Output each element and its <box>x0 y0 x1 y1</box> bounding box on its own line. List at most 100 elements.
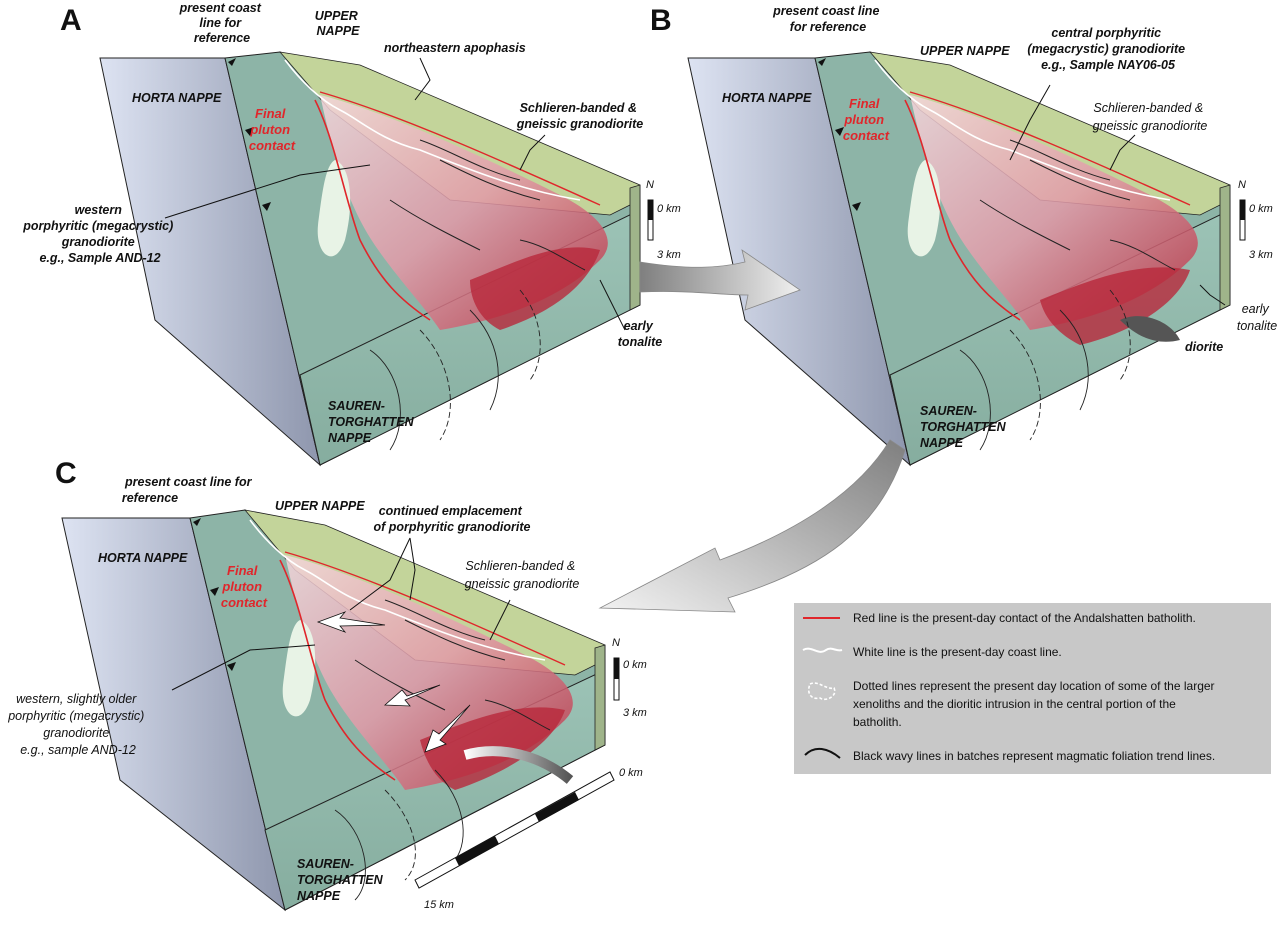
coast-line <box>284 59 581 201</box>
right-end-face <box>594 644 606 751</box>
schlieren-label-a: Schlieren-banded & gneissic granodiorite <box>516 101 643 131</box>
final-pluton-contact-line <box>904 99 1021 321</box>
arrow-b-to-c <box>598 439 906 613</box>
legend-dotted-text: Dotted lines represent the present day l… <box>853 679 1218 729</box>
schlieren-line-2: gneissic granodiorite <box>1093 119 1208 133</box>
sauren-label-a: SAUREN- TORGHATTEN NAPPE <box>328 399 417 445</box>
horta-nappe-label-a: HORTA NAPPE <box>132 91 222 105</box>
white-lens <box>282 620 316 717</box>
legend <box>794 603 1271 774</box>
curved-emplacement-arrow <box>463 746 574 784</box>
coast-ref-line-1: present coast line for <box>124 475 253 489</box>
western-line-2: porphyritic (megacrystic) <box>7 709 144 723</box>
emplacement-arrows <box>316 611 471 753</box>
coast-ref-label-c: present coast line for reference <box>122 475 255 505</box>
scale-bottom-a: 3 km <box>657 249 681 261</box>
scale-top-a: 0 km <box>657 203 681 215</box>
schlieren-line-1: Schlieren-banded & <box>465 559 575 573</box>
horta-nappe-label-c: HORTA NAPPE <box>98 551 188 565</box>
leader-schlieren-a <box>519 134 546 171</box>
sauren-line-2: TORGHATTEN <box>297 873 384 887</box>
schlieren-label-b: Schlieren-banded & gneissic granodiorite <box>1093 101 1208 133</box>
scale-top-c: 0 km <box>623 659 647 671</box>
panel-a <box>99 51 654 467</box>
central-line-1: central porphyritic <box>1051 26 1161 40</box>
central-porphyritic-label: central porphyritic (megacrystic) granod… <box>1027 26 1188 72</box>
legend-dotted-swatch <box>807 682 836 701</box>
vertical-scale-a <box>647 199 654 241</box>
right-end-face <box>1219 184 1231 311</box>
upper-nappe-line-2: NAPPE <box>316 24 360 38</box>
leader-porphyritic-a <box>164 164 371 219</box>
porphyritic-line-1: western <box>75 203 123 217</box>
coast-ref-line-2: for reference <box>790 20 866 34</box>
vertical-scale-c <box>613 657 620 701</box>
sauren-label-c: SAUREN- TORGHATTEN NAPPE <box>297 857 386 903</box>
foliation-lines <box>979 139 1176 271</box>
coast-line <box>249 519 546 661</box>
coast-ref-line-2: reference <box>122 491 178 505</box>
leader-schlieren-b <box>1109 134 1136 171</box>
porphyritic-line-4: e.g., Sample AND-12 <box>39 251 160 265</box>
scale-bottom-c: 3 km <box>623 707 647 719</box>
arrow-a-to-b <box>639 249 801 311</box>
final-contact-line-2: pluton <box>843 112 884 127</box>
panel-letter-b: B <box>650 4 672 37</box>
sauren-line-3: NAPPE <box>297 889 341 903</box>
western-line-1: western, slightly older <box>16 692 137 706</box>
white-lens <box>317 160 351 257</box>
coast-ref-label-b: present coast line for reference <box>772 4 883 34</box>
sauren-line-1: SAUREN- <box>328 399 385 413</box>
foliation-lines <box>354 599 551 731</box>
tonalite-line-1: early <box>624 319 654 333</box>
pluton-red-lobe <box>1040 267 1190 345</box>
central-line-2: (megacrystic) granodiorite <box>1027 42 1185 56</box>
horiz-scale-end: 15 km <box>424 899 454 911</box>
leader-continued-2 <box>409 537 416 601</box>
leader-central <box>1009 84 1051 161</box>
leader-tonalite-a <box>599 279 626 331</box>
porphyritic-line-2: porphyritic (megacrystic) <box>22 219 173 233</box>
red-contact-line-north <box>319 91 601 206</box>
final-pluton-contact-line <box>314 99 431 321</box>
panel-c <box>61 509 620 912</box>
legend-box <box>794 603 1271 774</box>
schlieren-line-1: Schlieren-banded & <box>520 101 637 115</box>
continued-line-2: of porphyritic granodiorite <box>374 520 531 534</box>
sauren-line-1: SAUREN- <box>297 857 354 871</box>
coast-ref-label-a: present coast line for reference <box>179 1 265 45</box>
continued-emplacement-label: continued emplacement of porphyritic gra… <box>374 504 531 534</box>
sauren-line-1: SAUREN- <box>920 404 977 418</box>
porphyritic-label-a: western porphyritic (megacrystic) granod… <box>22 203 177 265</box>
fold-lines <box>369 289 541 451</box>
final-contact-line-2: pluton <box>221 579 262 594</box>
coast-ref-line-1: present coast <box>179 1 262 15</box>
thrust-markers <box>228 58 271 211</box>
final-contact-line-1: Final <box>227 563 258 578</box>
schlieren-line-2: gneissic granodiorite <box>465 577 580 591</box>
schlieren-label-c: Schlieren-banded & gneissic granodiorite <box>465 559 580 591</box>
red-contact-line-north <box>284 551 566 666</box>
early-tonalite-label-b: early tonalite <box>1237 302 1277 333</box>
early-tonalite-label-a: early tonalite <box>618 319 662 349</box>
final-contact-label-c: Final pluton contact <box>221 563 268 610</box>
upper-nappe-label-b: UPPER NAPPE <box>920 44 1010 58</box>
legend-dotted-line-2: xenoliths and the dioritic intrusion in … <box>853 697 1176 711</box>
sauren-line-2: TORGHATTEN <box>328 415 415 429</box>
sauren-line-2: TORGHATTEN <box>920 420 1007 434</box>
sauren-line-3: NAPPE <box>920 436 964 450</box>
continued-line-1: continued emplacement <box>379 504 523 518</box>
leader-apophasis <box>414 57 431 101</box>
fold-lines <box>334 769 464 901</box>
white-lens <box>907 160 941 257</box>
western-porphyritic-label-c: western, slightly older porphyritic (meg… <box>7 692 148 757</box>
pluton-body <box>910 95 1198 330</box>
leader-tonalite-b <box>1199 284 1226 306</box>
fold-lines <box>959 289 1131 451</box>
upper-nappe-label-c: UPPER NAPPE <box>275 499 365 513</box>
panel-b <box>687 51 1246 467</box>
legend-red-text: Red line is the present-day contact of t… <box>853 611 1196 625</box>
final-contact-line-1: Final <box>255 106 286 121</box>
north-arrow-b: N <box>1238 179 1246 191</box>
legend-black-swatch <box>804 747 841 759</box>
